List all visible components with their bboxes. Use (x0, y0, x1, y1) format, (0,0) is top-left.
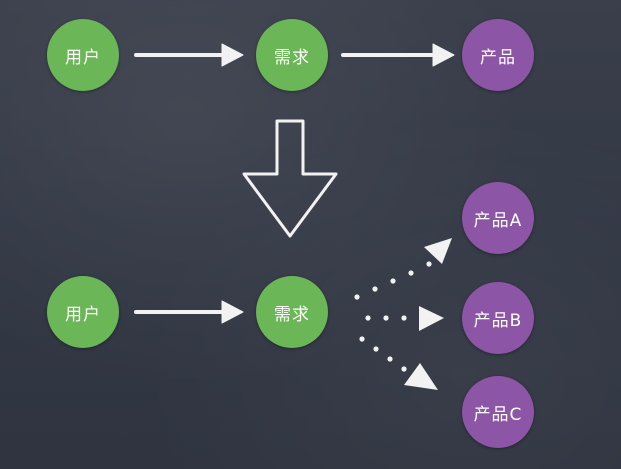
node-user-bottom: 用户 (47, 276, 119, 348)
node-product-top-label: 产品 (480, 47, 516, 68)
node-user-top: 用户 (47, 19, 119, 91)
dotted-arrow-to-product-a (354, 238, 452, 300)
node-product-c-label: 产品C (473, 404, 523, 425)
node-product-b-label: 产品B (473, 310, 523, 331)
node-product-c: 产品C (462, 376, 534, 448)
node-demand-bottom-label: 需求 (274, 304, 310, 325)
transform-down-arrow-icon (242, 119, 338, 238)
dotted-arrow-to-product-b (365, 306, 444, 331)
node-user-top-label: 用户 (65, 47, 101, 68)
node-product-top: 产品 (462, 19, 534, 91)
node-demand-bottom: 需求 (256, 276, 328, 348)
node-product-b: 产品B (462, 282, 534, 354)
node-demand-top: 需求 (256, 19, 328, 91)
dotted-arrow-to-product-c (359, 336, 438, 390)
arrow-user-to-demand-bottom (134, 300, 244, 324)
node-user-bottom-label: 用户 (65, 304, 101, 325)
arrow-demand-to-product-top (341, 43, 455, 67)
node-product-a-label: 产品A (473, 210, 523, 231)
arrow-user-to-demand-top (134, 43, 244, 67)
node-demand-top-label: 需求 (274, 47, 310, 68)
node-product-a: 产品A (462, 182, 534, 254)
